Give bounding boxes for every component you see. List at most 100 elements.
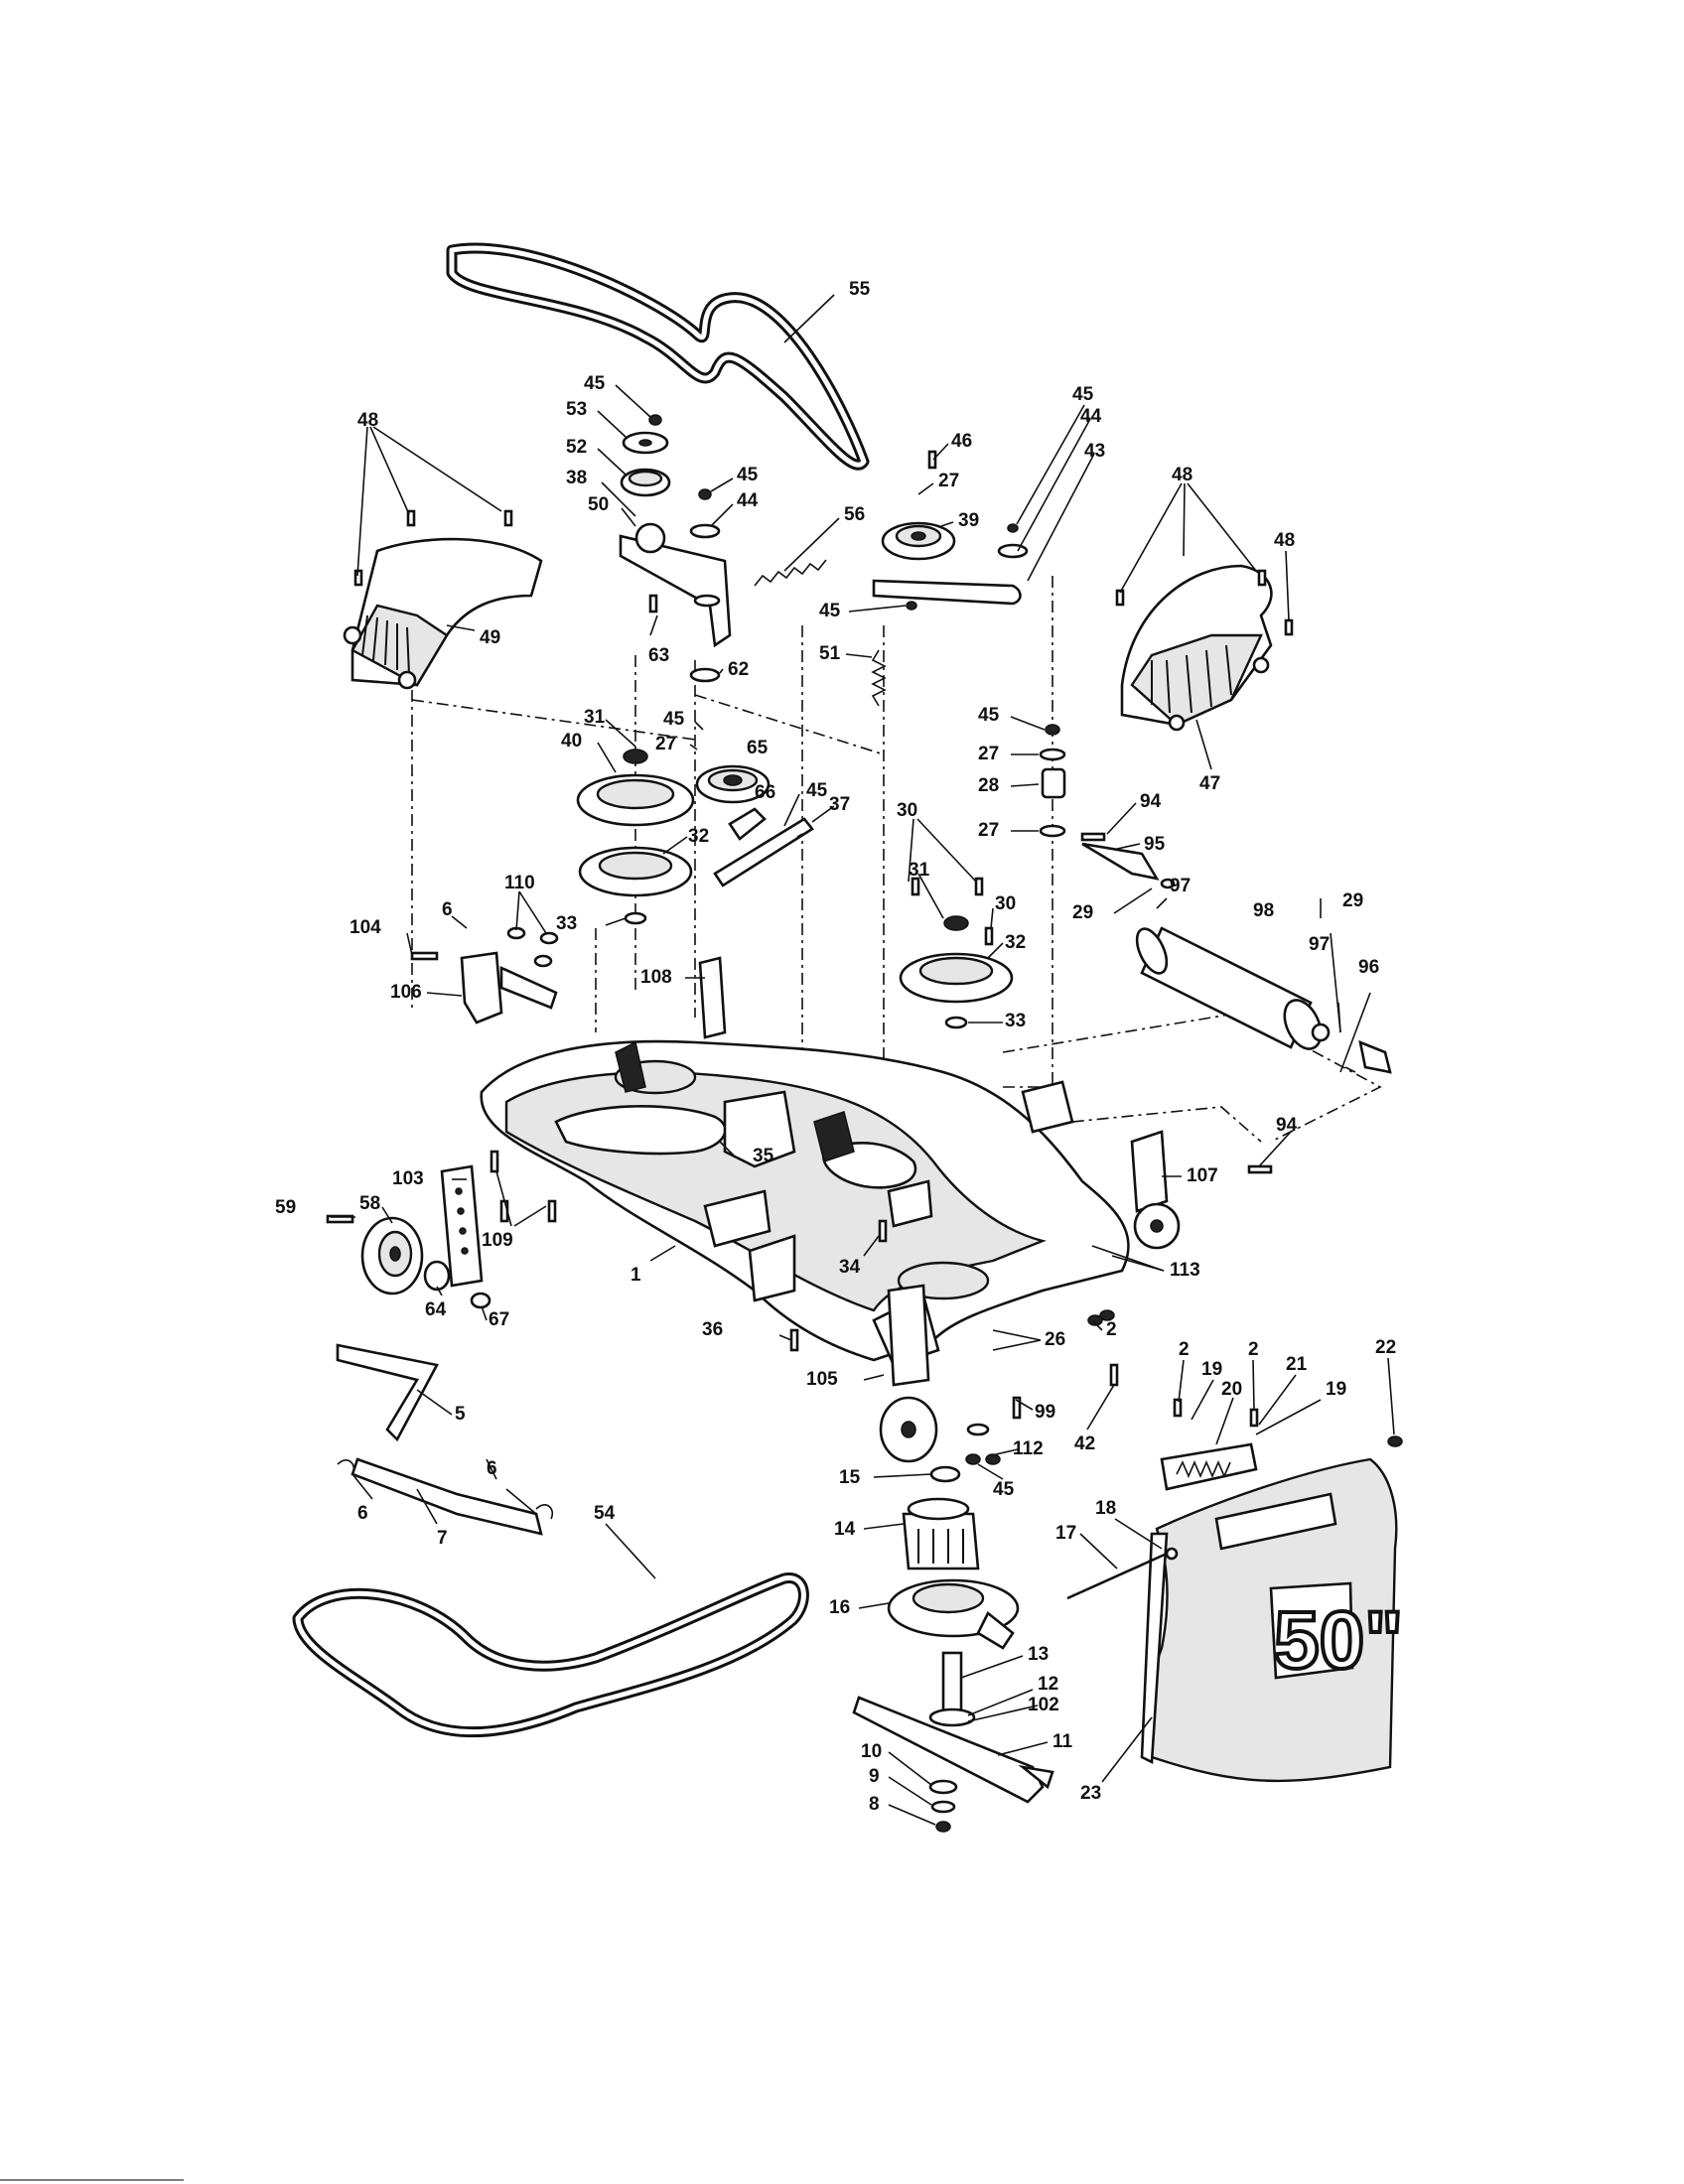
callout-112: 112 (1013, 1438, 1044, 1459)
callout-39: 39 (958, 510, 979, 531)
belt-guard-47 (1120, 564, 1273, 732)
callout-30: 30 (897, 800, 917, 821)
callout-33: 33 (556, 913, 577, 934)
callout-106: 106 (390, 982, 422, 1003)
callout-2: 2 (1248, 1339, 1259, 1360)
lift-bracket-5 (336, 1343, 439, 1442)
callout-2: 2 (1106, 1319, 1117, 1340)
callout-29: 29 (1342, 890, 1363, 911)
gauge-bracket-103 (440, 1164, 484, 1288)
callout-55: 55 (849, 279, 871, 300)
callout-51: 51 (819, 643, 841, 664)
bracket-37 (713, 807, 814, 887)
callout-32: 32 (1005, 932, 1026, 953)
deflector-23: 50" (1140, 1457, 1405, 1783)
callout-53: 53 (566, 399, 587, 420)
callout-22: 22 (1375, 1337, 1396, 1358)
callout-48: 48 (1172, 465, 1193, 485)
callout-104: 104 (350, 917, 381, 938)
callout-95: 95 (1144, 834, 1166, 855)
callout-110: 110 (504, 873, 535, 893)
callout-8: 8 (869, 1794, 880, 1815)
callout-96: 96 (1358, 957, 1379, 978)
deck-housing-1 (480, 1039, 1130, 1367)
callout-94: 94 (1276, 1115, 1298, 1136)
callout-108: 108 (640, 967, 672, 988)
callout-45: 45 (663, 709, 685, 730)
callout-56: 56 (844, 504, 865, 525)
bracket-108 (698, 956, 727, 1039)
hardware-15-112 (929, 1309, 1115, 1483)
callout-67: 67 (489, 1309, 509, 1330)
callout-6: 6 (357, 1503, 368, 1524)
pulley-40 (576, 749, 695, 827)
callout-11: 11 (1052, 1731, 1073, 1752)
deflector-size-label: 50" (1274, 1595, 1403, 1686)
callout-12: 12 (1038, 1674, 1058, 1695)
callout-47: 47 (1199, 773, 1220, 794)
callout-14: 14 (834, 1519, 856, 1540)
pulley-32-right (899, 915, 1014, 1029)
callout-113: 113 (1170, 1260, 1200, 1281)
pulley-53 (622, 431, 669, 455)
callout-63: 63 (648, 645, 669, 666)
callout-45: 45 (993, 1479, 1015, 1500)
pulley-39 (881, 521, 956, 561)
belt-54 (292, 1572, 809, 1738)
callout-13: 13 (1028, 1644, 1049, 1665)
callout-7: 7 (437, 1528, 448, 1549)
callout-103: 103 (392, 1168, 424, 1189)
roller-98 (1081, 842, 1392, 1074)
pulley-32-left (578, 846, 693, 925)
callout-33: 33 (1005, 1011, 1026, 1031)
fasteners (326, 450, 1403, 1447)
callout-52: 52 (566, 437, 587, 458)
callout-65: 65 (747, 738, 769, 758)
callout-64: 64 (425, 1299, 447, 1320)
callout-30: 30 (995, 893, 1016, 914)
callout-28: 28 (978, 775, 999, 796)
callout-94: 94 (1140, 791, 1162, 812)
spindle-housing-16 (887, 1578, 1020, 1650)
belt-55 (446, 242, 870, 471)
callout-59: 59 (275, 1197, 296, 1218)
callout-102: 102 (1028, 1695, 1059, 1715)
callout-34: 34 (839, 1257, 861, 1278)
callout-109: 109 (482, 1230, 513, 1251)
callout-45: 45 (737, 465, 759, 485)
callout-58: 58 (359, 1193, 380, 1214)
callout-97: 97 (1170, 876, 1191, 896)
callout-42: 42 (1074, 1433, 1095, 1454)
callout-50: 50 (588, 494, 609, 515)
pulley-52 (620, 468, 671, 497)
callout-18: 18 (1095, 1498, 1116, 1519)
callout-45: 45 (806, 780, 828, 801)
callout-45: 45 (978, 705, 1000, 726)
callout-19: 19 (1201, 1359, 1222, 1380)
callout-21: 21 (1286, 1354, 1308, 1375)
callout-23: 23 (1080, 1783, 1101, 1804)
callout-6: 6 (487, 1458, 497, 1479)
callout-66: 66 (755, 782, 775, 803)
callout-45: 45 (584, 373, 606, 394)
callout-40: 40 (561, 731, 582, 751)
callout-99: 99 (1035, 1402, 1055, 1423)
callout-2: 2 (1179, 1339, 1190, 1360)
callout-27: 27 (655, 734, 676, 754)
callout-44: 44 (1080, 406, 1102, 427)
callout-38: 38 (566, 468, 587, 488)
callout-54: 54 (594, 1503, 616, 1524)
callout-43: 43 (1084, 441, 1105, 462)
spring-56 (754, 559, 827, 587)
callout-labels: 55 45 53 52 38 45 44 50 56 63 62 48 49 4… (275, 279, 1396, 1815)
callout-98: 98 (1253, 900, 1274, 921)
callout-97: 97 (1309, 934, 1330, 955)
idler-arm-43 (872, 579, 1022, 606)
callout-27: 27 (978, 744, 999, 764)
callout-105: 105 (806, 1369, 838, 1390)
callout-26: 26 (1045, 1329, 1065, 1350)
callout-29: 29 (1072, 902, 1093, 923)
idler-bracket-50 (619, 522, 732, 648)
callout-31: 31 (909, 860, 930, 881)
callout-19: 19 (1326, 1379, 1346, 1400)
